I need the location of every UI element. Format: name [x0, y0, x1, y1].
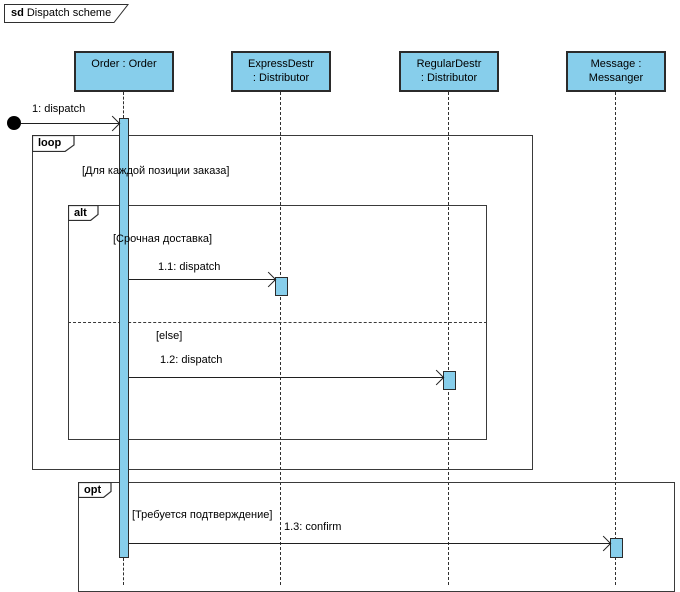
lifeline-regulardestr-type: : Distributor — [420, 72, 478, 84]
lifeline-expressdestr-type: : Distributor — [252, 72, 310, 84]
else-guard-label: [else] — [156, 330, 183, 342]
opt-pentagon-shape — [78, 482, 112, 498]
lifeline-head-message[interactable]: Message : Messanger — [566, 51, 666, 92]
fragment-loop[interactable] — [32, 135, 533, 470]
sd-keyword: sd — [11, 7, 24, 19]
loop-operator-badge: loop — [32, 135, 75, 152]
message-1-2-label: 1.2: dispatch — [160, 354, 223, 366]
alt-pentagon-shape — [68, 205, 99, 221]
alt-else-divider — [68, 322, 487, 323]
loop-pentagon-shape — [32, 135, 75, 152]
message-1-line[interactable] — [21, 123, 119, 124]
lifeline-message-name: Message : — [590, 58, 642, 70]
lifeline-head-order[interactable]: Order : Order — [74, 51, 174, 92]
alt-operator-badge: alt — [68, 205, 99, 221]
lifeline-regulardestr-name: RegularDestr — [416, 58, 482, 70]
fragment-opt[interactable] — [78, 482, 675, 592]
message-1-label: 1: dispatch — [32, 103, 86, 115]
opt-guard-label: [Требуется подтверждение] — [132, 509, 273, 521]
alt-guard-label: [Срочная доставка] — [113, 233, 213, 245]
loop-guard-label: [Для каждой позиции заказа] — [82, 165, 230, 177]
alt-keyword-label: alt — [74, 207, 87, 219]
message-1-3-label: 1.3: confirm — [284, 521, 342, 533]
lifeline-head-regulardestr[interactable]: RegularDestr : Distributor — [399, 51, 499, 92]
lifeline-order-upper — [123, 92, 124, 118]
open-arrowhead-icon — [104, 115, 121, 132]
lifeline-order-name: Order : Order — [91, 58, 157, 70]
lifeline-message — [615, 92, 616, 585]
lifeline-order-lower — [123, 558, 124, 585]
message-1-1-label: 1.1: dispatch — [158, 261, 221, 273]
loop-keyword-label: loop — [38, 137, 62, 149]
lifeline-message-type: Messanger — [588, 72, 644, 84]
lifeline-regulardestr — [448, 92, 449, 585]
found-message-circle[interactable] — [7, 116, 21, 130]
message-1-2-line[interactable] — [129, 377, 443, 378]
activation-regulardestr[interactable] — [443, 371, 456, 390]
activation-order[interactable] — [119, 118, 129, 558]
lifeline-head-expressdestr[interactable]: ExpressDestr : Distributor — [231, 51, 331, 92]
lifeline-expressdestr-name: ExpressDestr — [247, 58, 315, 70]
frame-tab-shape — [4, 4, 129, 23]
lifeline-expressdestr — [280, 92, 281, 585]
message-1-3-line[interactable] — [129, 543, 610, 544]
opt-keyword-label: opt — [84, 484, 102, 496]
message-1-1-line[interactable] — [129, 279, 275, 280]
activation-expressdestr[interactable] — [275, 277, 288, 296]
opt-operator-badge: opt — [78, 482, 112, 498]
activation-message[interactable] — [610, 538, 623, 558]
diagram-title-text: Dispatch scheme — [26, 7, 112, 19]
